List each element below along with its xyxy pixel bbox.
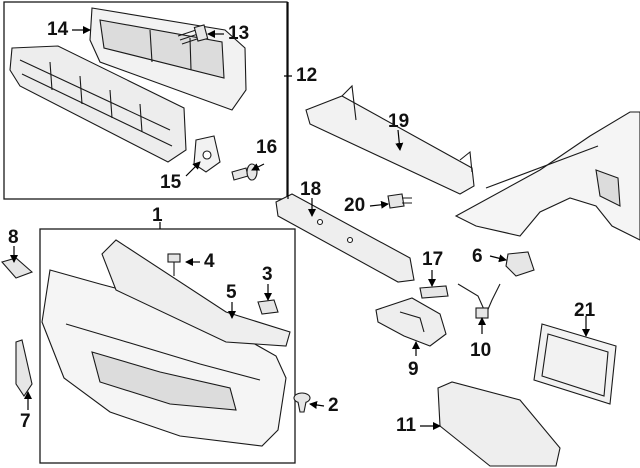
callout-7: 7 [20,411,31,432]
callout-20: 20 [344,195,366,216]
callout-13: 13 [228,23,250,44]
callout-18: 18 [300,179,322,200]
front-fender [454,111,640,241]
callout-15: 15 [160,172,182,193]
bumper-cover [41,269,287,447]
reinforcement-beam [305,84,475,195]
callout-9: 9 [408,359,419,380]
wiring-10 [457,283,501,319]
callout-5: 5 [226,282,237,303]
callout-3: 3 [262,264,273,285]
callout-8: 8 [8,227,19,248]
bracket-17 [419,285,449,299]
callout-11: 11 [396,415,417,436]
callout-12: 12 [296,65,318,86]
callout-21: 21 [574,300,596,321]
clip-3 [257,299,279,315]
callout-19: 19 [388,111,410,132]
callout-17: 17 [422,249,444,270]
group-box-1 [39,228,296,464]
emblem-8 [1,257,34,279]
callout-2: 2 [328,395,339,416]
push-pin-16 [231,163,258,181]
sensor-6 [505,251,535,277]
bolt-20 [387,193,412,209]
callout-14: 14 [47,19,69,40]
air-deflector-11 [437,381,561,467]
callout-6: 6 [472,246,483,267]
push-clip-2 [293,392,311,413]
license-bracket-21 [533,323,617,405]
callout-10: 10 [470,340,492,361]
callout-1: 1 [152,205,163,226]
bolt-13 [177,24,209,45]
callout-16: 16 [256,137,278,158]
bracket-clip [193,135,221,173]
bolt-4 [167,253,181,276]
callout-4: 4 [204,251,215,272]
bracket-5 [101,239,291,347]
energy-absorber [9,45,187,163]
bracket-9 [375,297,447,347]
leader-lines [10,2,590,430]
group-box-12 [3,1,288,200]
tow-hook-cover-7 [15,339,33,397]
